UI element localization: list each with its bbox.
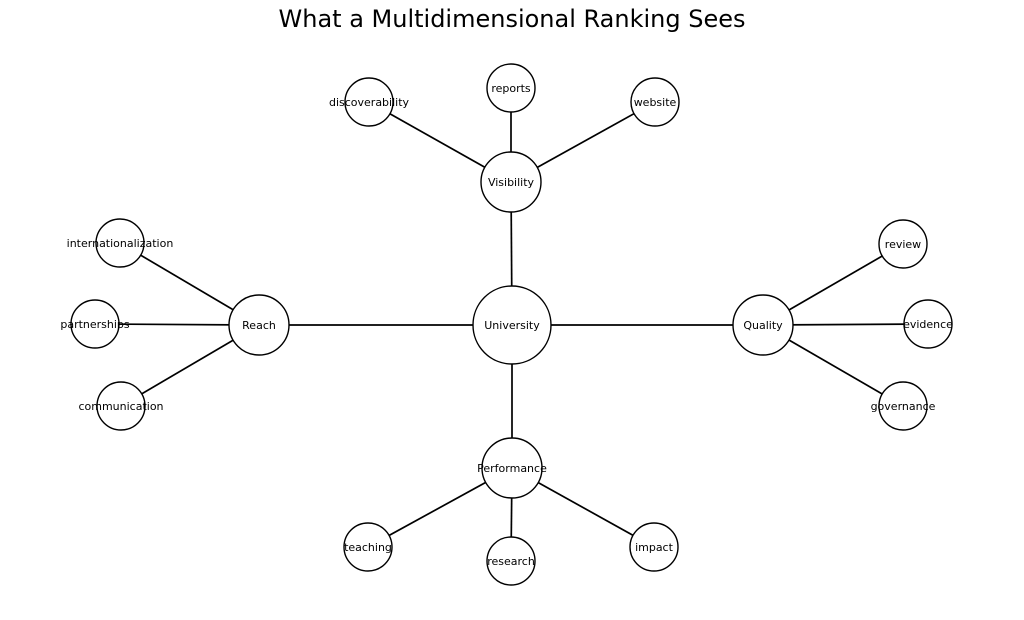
- node-partnerships: partnerships: [60, 299, 130, 349]
- node-label-visibility: Visibility: [488, 176, 535, 189]
- node-label-partnerships: partnerships: [60, 318, 130, 331]
- node-circle-evidence: [903, 299, 953, 349]
- node-circle-partnerships: [70, 299, 120, 349]
- node-circle-teaching: [343, 522, 393, 572]
- node-circle-reports: [486, 63, 536, 113]
- node-visibility: Visibility: [480, 151, 542, 213]
- node-performance: Performance: [477, 437, 547, 499]
- node-circle-quality: [732, 294, 794, 356]
- node-reports: reports: [486, 63, 536, 113]
- node-governance: governance: [871, 381, 936, 431]
- node-research: research: [486, 536, 536, 586]
- node-discoverability: discoverability: [329, 77, 410, 127]
- node-label-discoverability: discoverability: [329, 96, 410, 109]
- node-circle-reach: [228, 294, 290, 356]
- node-label-internationalization: internationalization: [67, 237, 174, 250]
- node-label-quality: Quality: [743, 319, 783, 332]
- node-circle-communication: [96, 381, 146, 431]
- node-circle-university: [472, 285, 552, 365]
- node-label-communication: communication: [78, 400, 163, 413]
- node-review: review: [878, 219, 928, 269]
- node-impact: impact: [629, 522, 679, 572]
- node-website: website: [630, 77, 680, 127]
- node-evidence: evidence: [903, 299, 953, 349]
- node-quality: Quality: [732, 294, 794, 356]
- node-circle-visibility: [480, 151, 542, 213]
- node-label-evidence: evidence: [903, 318, 953, 331]
- node-communication: communication: [78, 381, 164, 431]
- node-circle-review: [878, 219, 928, 269]
- node-circle-internationalization: [95, 218, 145, 268]
- figure-title: What a Multidimensional Ranking Sees: [279, 5, 746, 33]
- node-circle-governance: [878, 381, 928, 431]
- node-label-performance: Performance: [477, 462, 547, 475]
- node-university: University: [472, 285, 552, 365]
- node-circle-research: [486, 536, 536, 586]
- node-label-reports: reports: [491, 82, 531, 95]
- node-circle-discoverability: [344, 77, 394, 127]
- node-label-governance: governance: [871, 400, 936, 413]
- node-label-review: review: [885, 238, 921, 251]
- node-label-teaching: teaching: [344, 541, 392, 554]
- node-internationalization: internationalization: [67, 218, 174, 268]
- node-teaching: teaching: [343, 522, 393, 572]
- node-circle-performance: [481, 437, 543, 499]
- node-label-research: research: [487, 555, 535, 568]
- node-label-university: University: [484, 319, 540, 332]
- node-circle-impact: [629, 522, 679, 572]
- node-label-website: website: [634, 96, 677, 109]
- node-reach: Reach: [228, 294, 290, 356]
- node-circle-website: [630, 77, 680, 127]
- node-label-impact: impact: [635, 541, 674, 554]
- node-label-reach: Reach: [242, 319, 276, 332]
